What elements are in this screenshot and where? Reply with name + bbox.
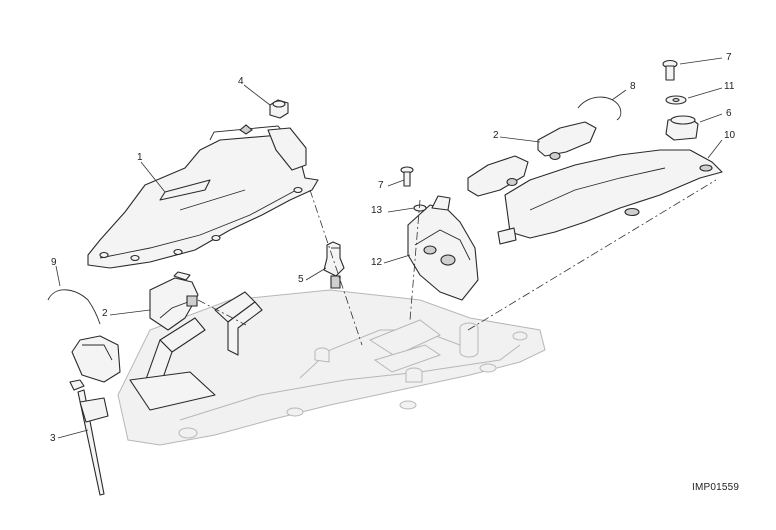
callout-5: 5 xyxy=(298,274,304,285)
callout-2-right: 2 xyxy=(493,130,499,141)
part-2-sensor-left xyxy=(149,271,199,331)
part-1-cover xyxy=(87,124,319,269)
callout-7-center: 7 xyxy=(378,180,384,191)
callout-7-right: 7 xyxy=(726,52,732,63)
part-9-clip xyxy=(47,289,101,325)
assembly-lines xyxy=(197,179,717,346)
callout-13: 13 xyxy=(371,205,383,216)
frame-brackets xyxy=(129,291,263,411)
callout-10: 10 xyxy=(724,130,736,141)
callout-1: 1 xyxy=(137,152,143,163)
callout-8: 8 xyxy=(630,81,636,92)
part-12-bracket xyxy=(407,195,479,301)
part-7-screw-center xyxy=(400,166,427,212)
part-7-screw-right xyxy=(662,59,678,81)
main-frame xyxy=(117,289,546,446)
part-10-support xyxy=(497,149,723,245)
callout-6: 6 xyxy=(726,108,732,119)
part-3-bracket-tie xyxy=(69,335,121,496)
part-11-washer xyxy=(665,95,687,105)
part-6-grommet xyxy=(665,115,699,141)
callout-9: 9 xyxy=(51,257,57,268)
part-5-stud xyxy=(323,241,345,289)
part-2-sensor-right xyxy=(467,121,597,197)
callout-11: 11 xyxy=(724,81,735,92)
drawing-code: IMP01559 xyxy=(692,482,740,493)
part-4-nut xyxy=(269,99,289,119)
callout-3: 3 xyxy=(50,433,56,444)
leader-lines xyxy=(55,57,723,439)
callout-2-left: 2 xyxy=(102,308,108,319)
callout-4: 4 xyxy=(238,76,244,87)
callout-12: 12 xyxy=(371,257,383,268)
part-8-clip xyxy=(577,96,622,121)
